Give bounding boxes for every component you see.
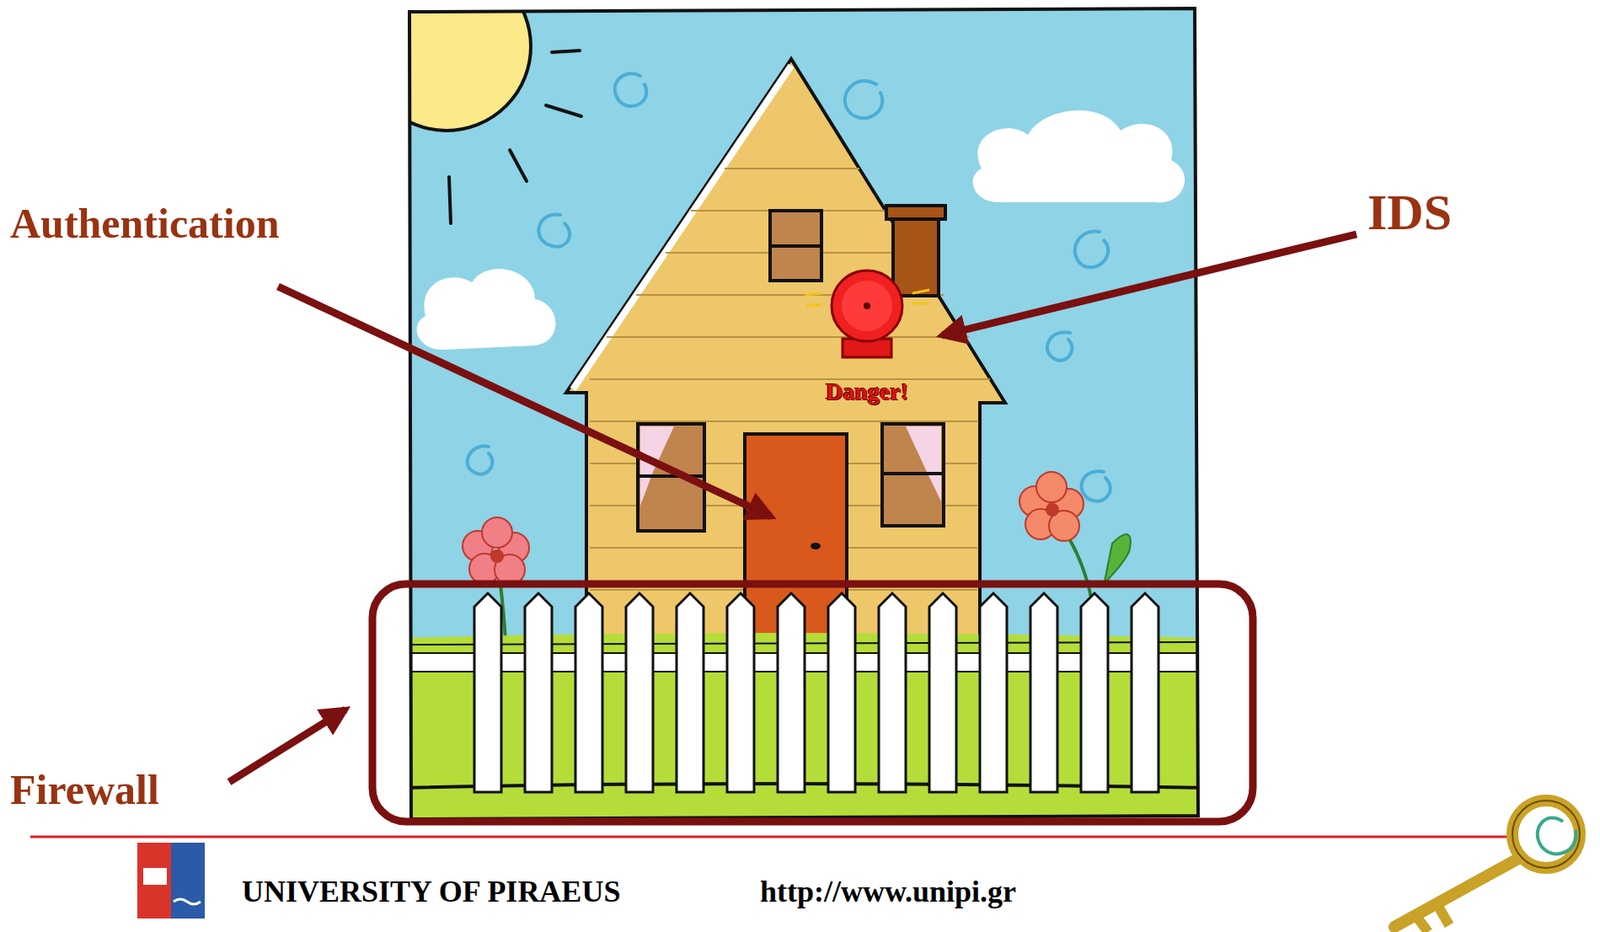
university-logo [137,842,205,919]
alarm-text: Danger! [825,379,909,404]
sun-rays [449,50,582,224]
house-body [566,58,1006,664]
footer-rule [30,835,1517,839]
alarm-bell [804,270,930,358]
leader-arrow [229,709,346,782]
leader-arrow [941,234,1357,336]
sun [362,0,531,131]
firewall-highlight [372,583,1253,822]
footer-text: http://www.unipi.gr [759,876,1017,907]
key-icon [1394,800,1580,932]
roof-edge [572,65,792,390]
attic-window [770,210,822,281]
scene [362,0,1205,826]
fence [404,593,1205,792]
window [882,423,944,526]
chimney [893,210,939,296]
callout-label: Authentication [10,202,279,245]
footer-text: UNIVERSITY OF PIRAEUS [241,876,621,907]
callout-label: IDS [1367,187,1452,238]
picture-frame [409,8,1199,819]
callout-label: Firewall [10,768,160,811]
sky [404,0,1205,826]
leader-arrows [229,234,1357,782]
leader-arrow [278,286,771,517]
